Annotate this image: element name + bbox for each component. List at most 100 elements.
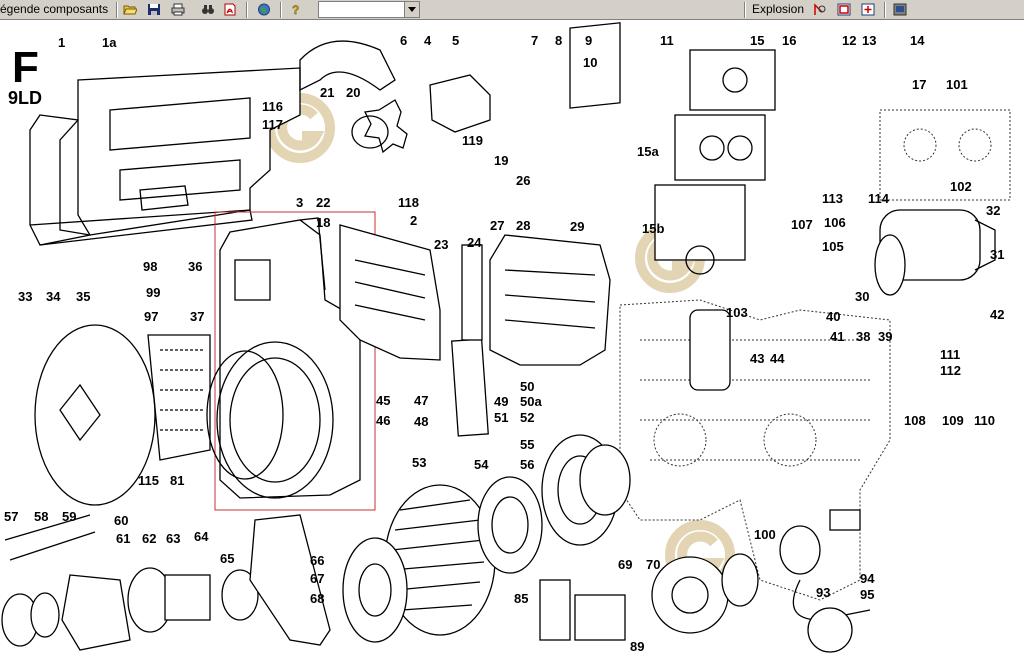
part-control-panels[interactable] (569, 22, 776, 275)
part-number-28[interactable]: 28 (516, 218, 530, 233)
part-number-70[interactable]: 70 (646, 557, 660, 572)
part-number-110[interactable]: 110 (974, 413, 995, 428)
part-number-115[interactable]: 115 (138, 473, 159, 488)
part-number-75[interactable]: 75 (118, 661, 132, 664)
part-number-117[interactable]: 117 (262, 117, 283, 132)
part-number-66[interactable]: 66 (310, 553, 324, 568)
part-number-59[interactable]: 59 (62, 509, 76, 524)
part-number-94[interactable]: 94 (860, 571, 875, 586)
part-number-63[interactable]: 63 (166, 531, 180, 546)
part-number-118[interactable]: 118 (398, 195, 419, 210)
part-starter-right[interactable] (874, 209, 996, 296)
part-pulley-assembly[interactable] (1, 514, 331, 651)
part-number-24[interactable]: 24 (467, 235, 482, 250)
part-number-16[interactable]: 16 (782, 33, 796, 48)
help-icon[interactable]: ? (288, 2, 304, 17)
part-number-17[interactable]: 17 (912, 77, 926, 92)
part-number-90[interactable]: 90 (670, 661, 684, 664)
part-number-19[interactable]: 19 (494, 153, 508, 168)
part-number-107[interactable]: 107 (791, 217, 813, 232)
part-number-30[interactable]: 30 (855, 289, 869, 304)
part-number-92[interactable]: 92 (758, 661, 772, 664)
part-number-10[interactable]: 10 (583, 55, 597, 70)
search-icon[interactable] (200, 2, 216, 17)
part-starter-top[interactable] (299, 40, 491, 154)
part-number-112[interactable]: 112 (940, 363, 961, 378)
view-select[interactable] (318, 1, 420, 18)
part-number-119[interactable]: 119 (462, 133, 483, 148)
part-number-80[interactable]: 80 (350, 661, 364, 664)
part-number-81[interactable]: 81 (170, 473, 184, 488)
part-number-106[interactable]: 106 (824, 215, 846, 230)
part-number-15a[interactable]: 15a (637, 144, 659, 159)
part-number-105[interactable]: 105 (822, 239, 844, 254)
part-gasket[interactable] (689, 309, 731, 391)
print-icon[interactable] (170, 2, 186, 17)
part-number-45[interactable]: 45 (376, 393, 390, 408)
open-icon[interactable] (122, 2, 138, 17)
part-number-48[interactable]: 48 (414, 414, 428, 429)
part-number-32[interactable]: 32 (986, 203, 1000, 218)
part-number-55[interactable]: 55 (520, 437, 534, 452)
part-number-29[interactable]: 29 (570, 219, 584, 234)
part-number-43[interactable]: 43 (750, 351, 764, 366)
part-number-31[interactable]: 31 (990, 247, 1004, 262)
part-number-98[interactable]: 98 (143, 259, 157, 274)
part-number-114[interactable]: 114 (868, 191, 890, 206)
part-number-62[interactable]: 62 (142, 531, 156, 546)
part-number-35[interactable]: 35 (76, 289, 90, 304)
part-fan-cover[interactable] (34, 324, 211, 506)
part-number-1[interactable]: 1 (58, 35, 65, 50)
part-number-78[interactable]: 78 (200, 661, 214, 664)
part-number-44[interactable]: 44 (770, 351, 785, 366)
part-number-8[interactable]: 8 (555, 33, 562, 48)
part-number-60[interactable]: 60 (114, 513, 128, 528)
part-number-65[interactable]: 65 (220, 551, 234, 566)
part-number-26[interactable]: 26 (516, 173, 530, 188)
part-number-76[interactable]: 76 (146, 661, 160, 664)
part-number-96[interactable]: 96 (830, 661, 844, 664)
globe-icon[interactable] (256, 2, 272, 17)
part-number-111[interactable]: 111 (940, 347, 960, 362)
part-number-116[interactable]: 116 (262, 99, 283, 114)
part-number-11[interactable]: 11 (660, 33, 674, 48)
part-number-14[interactable]: 14 (910, 33, 925, 48)
part-air-deflector-left[interactable] (339, 224, 441, 361)
part-number-41[interactable]: 41 (830, 329, 844, 344)
part-number-79[interactable]: 79 (228, 661, 242, 664)
part-number-77[interactable]: 77 (174, 661, 188, 664)
chevron-down-icon[interactable] (404, 2, 419, 17)
part-number-15[interactable]: 15 (750, 33, 764, 48)
window-icon[interactable] (892, 2, 908, 17)
part-number-7[interactable]: 7 (531, 33, 538, 48)
part-number-51[interactable]: 51 (494, 410, 508, 425)
save-icon[interactable] (146, 2, 162, 17)
part-number-100[interactable]: 100 (754, 527, 776, 542)
part-number-47[interactable]: 47 (414, 393, 428, 408)
part-number-23[interactable]: 23 (434, 237, 448, 252)
part-number-1a[interactable]: 1a (102, 35, 117, 50)
part-number-68[interactable]: 68 (310, 591, 324, 606)
part-fan-shroud[interactable] (206, 211, 376, 511)
part-number-18[interactable]: 18 (316, 215, 330, 230)
part-number-101[interactable]: 101 (946, 77, 968, 92)
part-number-42[interactable]: 42 (990, 307, 1004, 322)
part-number-86[interactable]: 86 (542, 661, 556, 664)
part-number-113[interactable]: 113 (822, 191, 843, 206)
part-number-46[interactable]: 46 (376, 413, 390, 428)
part-number-71[interactable]: 71 (0, 661, 14, 664)
part-number-67[interactable]: 67 (310, 571, 324, 586)
part-number-83[interactable]: 83 (490, 661, 504, 664)
part-number-84[interactable]: 84 (516, 661, 531, 664)
part-number-53[interactable]: 53 (412, 455, 426, 470)
pdf-icon[interactable] (222, 2, 238, 17)
part-number-72[interactable]: 72 (20, 661, 34, 664)
part-number-21[interactable]: 21 (320, 85, 334, 100)
part-number-4[interactable]: 4 (424, 33, 432, 48)
part-number-5[interactable]: 5 (452, 33, 459, 48)
part-number-58[interactable]: 58 (34, 509, 48, 524)
part-number-15b[interactable]: 15b (642, 221, 664, 236)
part-number-103[interactable]: 103 (726, 305, 748, 320)
part-number-57[interactable]: 57 (4, 509, 18, 524)
part-number-52[interactable]: 52 (520, 410, 534, 425)
